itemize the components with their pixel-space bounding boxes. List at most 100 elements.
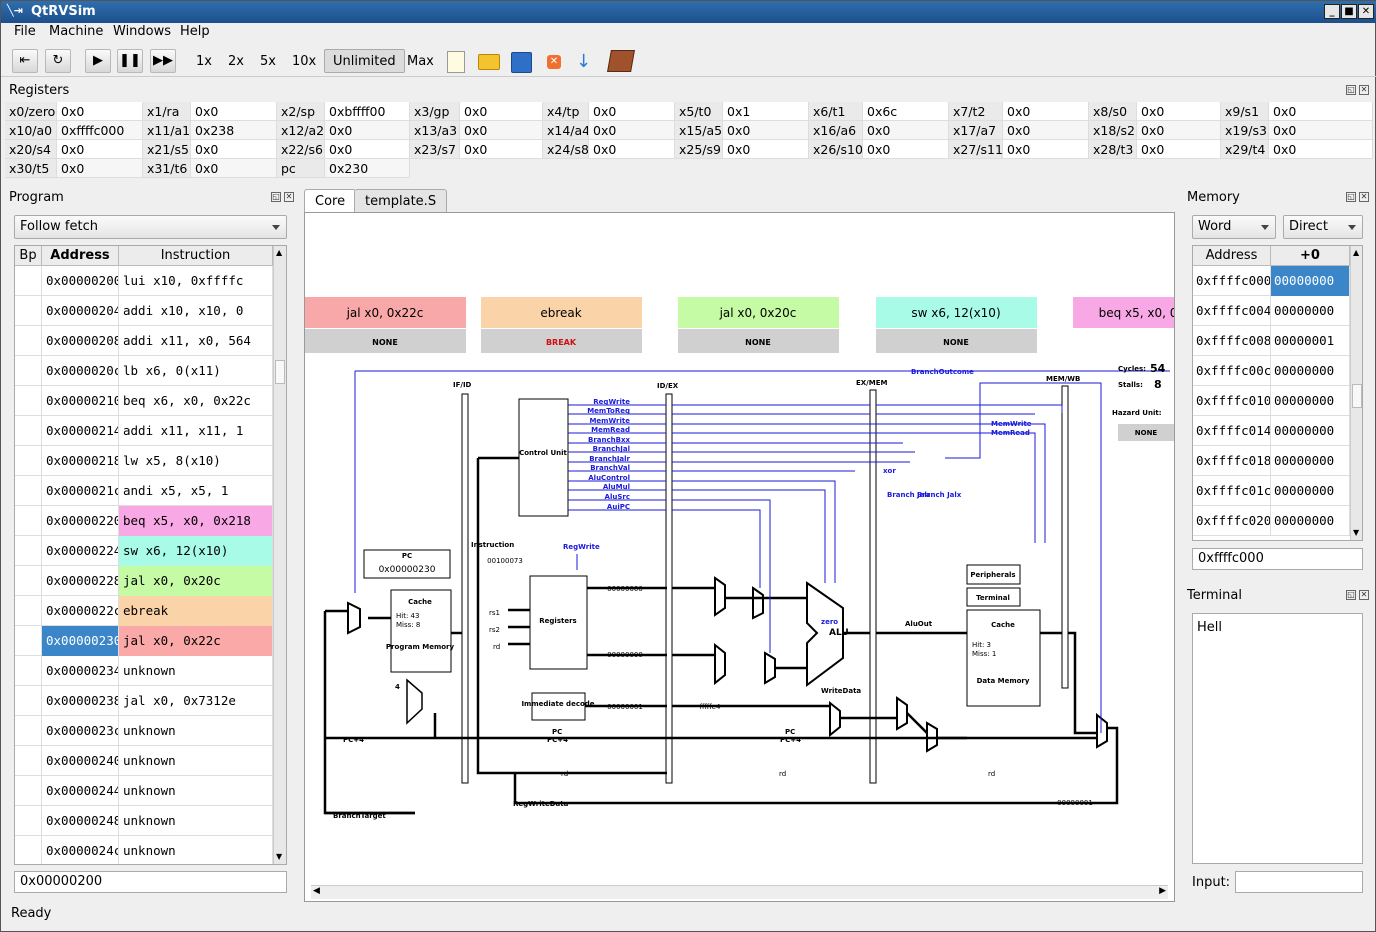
download-icon[interactable]: ↓ (576, 51, 592, 72)
register-value[interactable]: 0x0 (589, 121, 675, 140)
float-icon[interactable]: ◱ (1346, 85, 1356, 95)
register-value[interactable]: 0x0 (57, 159, 143, 178)
register-value[interactable]: 0x0 (325, 121, 410, 140)
memory-goto-input[interactable]: 0xffffc000 (1192, 548, 1363, 570)
scroll-right-icon[interactable]: ▶ (1159, 886, 1166, 896)
float-icon[interactable]: ◱ (271, 192, 281, 202)
memory-scrollbar[interactable]: ▲ ▼ (1350, 246, 1362, 540)
register-value[interactable]: 0x0 (723, 140, 809, 159)
memory-value[interactable]: 00000000 (1271, 506, 1350, 536)
col-mem-address[interactable]: Address (1193, 246, 1271, 266)
register-value[interactable]: 0x0 (723, 121, 809, 140)
col-bp[interactable]: Bp (15, 246, 42, 266)
speed-unlimited[interactable]: Unlimited (324, 49, 405, 73)
memory-value[interactable]: 00000000 (1271, 446, 1350, 476)
breakpoint-cell[interactable] (15, 266, 42, 296)
step-icon[interactable]: ▶▶ (150, 49, 176, 73)
open-folder-icon[interactable] (478, 54, 500, 70)
breakpoint-cell[interactable] (15, 476, 42, 506)
register-value[interactable]: 0x0 (863, 140, 949, 159)
scroll-thumb[interactable] (1352, 384, 1362, 408)
close-file-icon[interactable]: ✕ (547, 55, 561, 69)
memory-value[interactable]: 00000000 (1271, 296, 1350, 326)
register-value[interactable]: 0x230 (325, 159, 410, 178)
register-value[interactable]: 0x0 (57, 102, 143, 121)
register-value[interactable]: 0x0 (460, 140, 543, 159)
register-value[interactable]: 0x0 (1269, 140, 1373, 159)
register-value[interactable]: 0x0 (1269, 102, 1373, 121)
breakpoint-cell[interactable] (15, 536, 42, 566)
compile-icon[interactable] (607, 50, 635, 72)
new-file-icon[interactable] (447, 51, 465, 73)
register-value[interactable]: 0x0 (1137, 140, 1221, 159)
register-value[interactable]: 0xbffff00 (325, 102, 410, 121)
run-icon[interactable]: ▶ (85, 49, 111, 73)
scroll-up-icon[interactable]: ▲ (276, 248, 283, 257)
tab-core[interactable]: Core (304, 189, 357, 214)
terminal-output[interactable]: Hell (1192, 613, 1363, 864)
panel-close-icon[interactable]: ✕ (1359, 192, 1369, 202)
scroll-left-icon[interactable]: ◀ (313, 886, 320, 896)
tab-template[interactable]: template.S (354, 189, 448, 213)
close-icon[interactable]: ✕ (1358, 4, 1374, 19)
program-goto-input[interactable]: 0x00000200 (14, 871, 287, 893)
register-value[interactable]: 0x1 (723, 102, 809, 121)
memory-value[interactable]: 00000000 (1271, 356, 1350, 386)
breakpoint-cell[interactable] (15, 626, 42, 656)
scroll-up-icon[interactable]: ▲ (1353, 248, 1360, 257)
speed-2x[interactable]: 2x (228, 54, 244, 69)
pause-icon[interactable]: ❚❚ (117, 49, 143, 73)
menu-help[interactable]: Help (180, 24, 210, 39)
menu-file[interactable]: File (14, 24, 36, 39)
breakpoint-cell[interactable] (15, 416, 42, 446)
register-value[interactable]: 0x0 (57, 140, 143, 159)
memory-value[interactable]: 00000000 (1271, 416, 1350, 446)
register-value[interactable]: 0x0 (1003, 140, 1089, 159)
menu-windows[interactable]: Windows (113, 24, 172, 39)
register-value[interactable]: 0x0 (1137, 121, 1221, 140)
float-icon[interactable]: ◱ (1346, 590, 1356, 600)
breakpoint-cell[interactable] (15, 836, 42, 864)
breakpoint-cell[interactable] (15, 596, 42, 626)
register-value[interactable]: 0x0 (460, 121, 543, 140)
follow-select[interactable]: Follow fetch (14, 215, 287, 239)
breakpoint-cell[interactable] (15, 446, 42, 476)
minimize-icon[interactable]: _ (1324, 4, 1340, 19)
float-icon[interactable]: ◱ (1346, 192, 1356, 202)
register-value[interactable]: 0x0 (589, 140, 675, 159)
register-value[interactable]: 0xffffc000 (57, 121, 143, 140)
breakpoint-cell[interactable] (15, 716, 42, 746)
register-value[interactable]: 0x0 (191, 140, 277, 159)
register-value[interactable]: 0x0 (863, 121, 949, 140)
memory-value[interactable]: 00000000 (1271, 476, 1350, 506)
register-value[interactable]: 0x0 (191, 159, 277, 178)
register-value[interactable]: 0x6c (863, 102, 949, 121)
stage-instruction-box[interactable] (876, 297, 1037, 328)
panel-close-icon[interactable]: ✕ (1359, 85, 1369, 95)
register-value[interactable]: 0x0 (1137, 102, 1221, 121)
register-value[interactable]: 0x0 (191, 102, 277, 121)
register-value[interactable]: 0x238 (191, 121, 277, 140)
horizontal-scrollbar[interactable]: ◀ ▶ (311, 885, 1168, 899)
breakpoint-cell[interactable] (15, 506, 42, 536)
breakpoint-cell[interactable] (15, 806, 42, 836)
